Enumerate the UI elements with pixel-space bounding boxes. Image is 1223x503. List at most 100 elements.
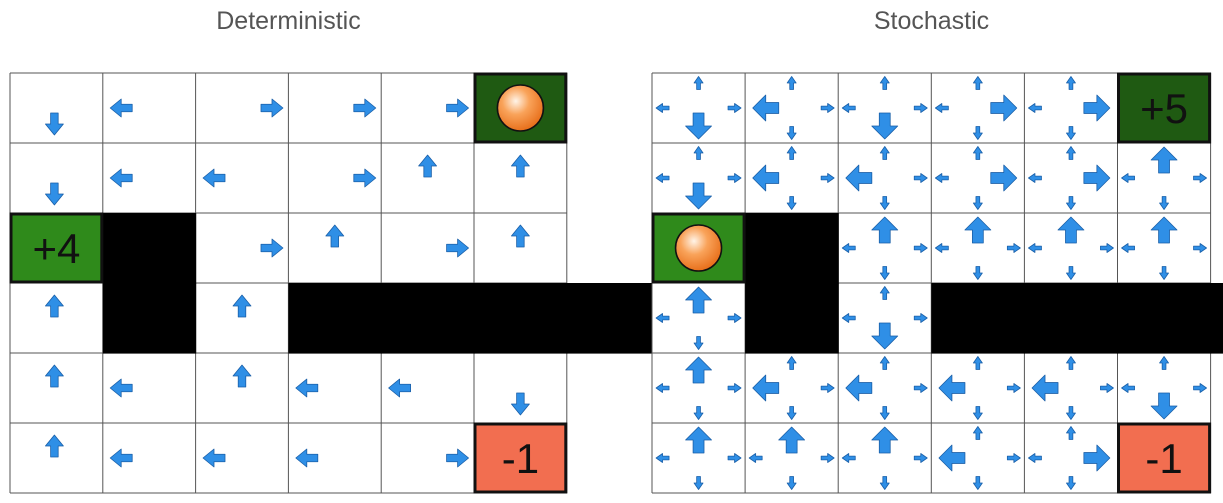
policy-arrow-minor-up (786, 146, 797, 160)
policy-arrow-minor-left (841, 103, 856, 113)
stochastic-title: Stochastic (873, 7, 990, 35)
policy-arrow-minor-left (655, 383, 670, 393)
policy-arrow-minor-down (972, 476, 983, 490)
policy-arrow-minor-down (1159, 266, 1169, 280)
deterministic-grid: +4 -1 (9, 72, 661, 494)
policy-arrow-minor-right (913, 103, 928, 113)
policy-arrow-main-left (938, 374, 966, 402)
policy-arrow-minor-down (693, 406, 704, 420)
policy-arrow-minor-down (1066, 266, 1076, 280)
wall-cell (931, 283, 1025, 354)
policy-arrow-down (45, 182, 64, 206)
policy-arrow-minor-up (1066, 356, 1076, 370)
wall-cell (566, 283, 661, 354)
policy-arrow-minor-down (972, 126, 983, 140)
policy-arrow-minor-down (786, 196, 797, 210)
reward-label: -1 (1145, 435, 1182, 482)
stochastic-grid: +5 -1 (651, 72, 1223, 494)
policy-arrow-minor-down (1066, 476, 1076, 490)
agent-ball (674, 224, 723, 272)
wall-cell (745, 283, 839, 354)
policy-arrow-minor-left (934, 243, 949, 253)
terminal-cell (1117, 72, 1212, 144)
policy-arrow-minor-down (786, 406, 797, 420)
policy-arrow-left (295, 448, 319, 468)
wall-cell (1117, 283, 1212, 354)
policy-arrow-up (45, 294, 64, 318)
policy-arrow-minor-up (1159, 356, 1169, 370)
policy-arrow-main-up (964, 216, 992, 244)
policy-arrow-left (388, 378, 411, 398)
policy-arrow-minor-up (879, 356, 890, 370)
policy-arrow-minor-right (820, 383, 835, 393)
policy-arrow-main-left (938, 444, 966, 472)
policy-arrow-minor-down (1159, 196, 1169, 210)
policy-arrow-left (295, 378, 319, 398)
policy-arrow-main-right (1083, 94, 1111, 122)
policy-arrow-main-down (1150, 392, 1178, 420)
terminal-cell (473, 422, 568, 494)
policy-arrow-left (109, 168, 133, 188)
reward-label: -1 (502, 435, 539, 482)
policy-arrow-minor-right (913, 313, 928, 323)
policy-arrow-minor-left (841, 243, 856, 253)
policy-arrow-main-up (685, 286, 712, 314)
reward-label: +4 (32, 225, 80, 272)
wall-cell (1024, 283, 1119, 354)
policy-arrow-minor-up (972, 356, 983, 370)
policy-arrow-main-up (1057, 216, 1085, 244)
policy-arrow-minor-down (972, 266, 983, 280)
policy-arrow-minor-right (1006, 453, 1021, 463)
policy-arrow-right (353, 98, 377, 118)
policy-arrow-up (232, 294, 252, 318)
policy-arrow-main-left (1031, 374, 1059, 402)
policy-arrow-minor-right (727, 173, 742, 183)
policy-arrow-minor-right (727, 313, 742, 323)
terminal-cell (9, 212, 104, 284)
policy-arrow-minor-up (1066, 76, 1076, 90)
policy-arrow-minor-right (1100, 243, 1114, 253)
policy-arrow-minor-right (727, 453, 742, 463)
policy-arrow-right (446, 448, 469, 468)
wall-cell (288, 283, 382, 354)
policy-arrow-minor-left (1028, 243, 1042, 253)
policy-arrow-minor-down (879, 406, 890, 420)
policy-arrow-minor-up (1066, 426, 1076, 440)
policy-arrow-main-left (845, 164, 873, 192)
policy-arrow-main-up (778, 426, 806, 454)
policy-arrow-minor-right (1193, 383, 1207, 393)
policy-arrow-minor-left (1028, 103, 1042, 113)
policy-arrow-main-right (1083, 444, 1111, 472)
policy-arrow-up (45, 434, 64, 458)
policy-arrow-up (45, 364, 64, 388)
policy-arrow-minor-down (879, 196, 890, 210)
policy-arrow-minor-right (820, 103, 835, 113)
policy-arrow-main-down (685, 112, 712, 140)
policy-arrow-minor-right (727, 383, 742, 393)
wall-cell (102, 213, 197, 284)
policy-arrow-main-down (685, 182, 712, 210)
policy-arrow-minor-down (786, 126, 797, 140)
policy-arrow-minor-down (1066, 126, 1076, 140)
policy-arrow-minor-up (786, 356, 797, 370)
policy-arrow-right (260, 98, 284, 118)
policy-arrow-main-up (685, 356, 712, 384)
policy-arrow-minor-left (841, 453, 856, 463)
policy-arrow-minor-right (913, 173, 928, 183)
policy-arrow-main-right (990, 164, 1018, 192)
policy-arrow-minor-up (972, 426, 983, 440)
policy-arrow-main-up (1150, 216, 1178, 244)
policy-arrow-minor-up (693, 76, 704, 90)
policy-arrow-minor-left (655, 453, 670, 463)
policy-arrow-minor-left (841, 313, 856, 323)
wall-cell (745, 213, 839, 284)
policy-arrow-up (511, 224, 530, 248)
policy-arrow-main-left (845, 374, 873, 402)
policy-arrow-minor-down (1066, 196, 1076, 210)
policy-arrow-minor-up (693, 146, 704, 160)
policy-arrow-up (511, 154, 530, 178)
policy-arrow-right (446, 238, 469, 258)
policy-arrow-main-down (871, 322, 899, 350)
reward-label: +5 (1140, 85, 1188, 132)
policy-arrow-up (325, 224, 345, 248)
